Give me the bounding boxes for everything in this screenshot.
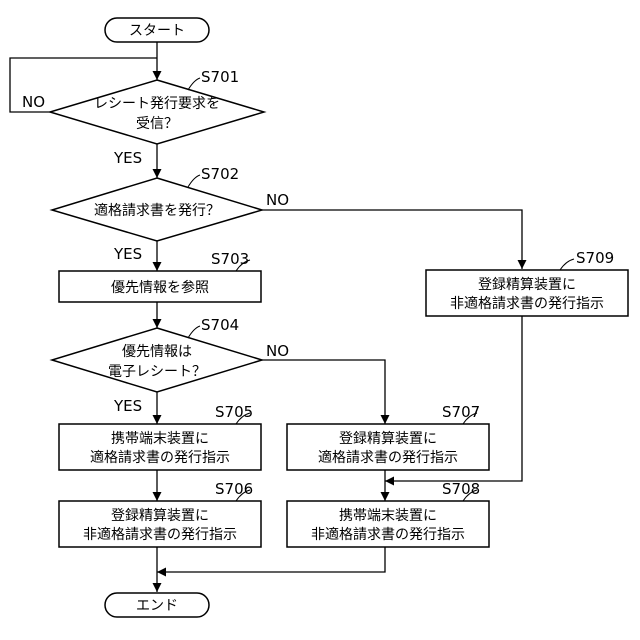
decision-s704: 優先情報は 電子レシート？ S704 [52,316,262,392]
end-terminal: エンド [105,593,209,617]
start-terminal: スタート [105,18,209,42]
process-s707: 登録精算装置に 適格請求書の発行指示 S707 [287,403,489,470]
s701-text-line1: レシート発行要求を [94,96,220,112]
s704-text-line1: 優先情報は [122,344,192,360]
s708-step-label: S708 [442,480,480,498]
edge-s704-no-to-s707 [262,360,385,424]
s706-step-label: S706 [215,480,253,498]
s703-step-label: S703 [211,250,249,268]
s704-step-label: S704 [201,316,239,334]
edge-s702-no-to-s709 [262,210,522,269]
process-s703: 優先情報を参照 S703 [59,250,261,302]
s702-step-label: S702 [201,165,239,183]
s708-text-line2: 非適格請求書の発行指示 [311,526,465,543]
decision-s701: レシート発行要求を 受信？ S701 [50,68,264,144]
s707-text-line1: 登録精算装置に [339,431,437,447]
process-s706: 登録精算装置に 非適格請求書の発行指示 S706 [59,480,261,547]
s702-no-label: NO [266,191,289,209]
process-s709: 登録精算装置に 非適格請求書の発行指示 S709 [426,249,628,316]
s706-text-line1: 登録精算装置に [111,508,209,524]
s709-text-line1: 登録精算装置に [478,277,576,293]
end-label: エンド [136,598,178,614]
process-s708: 携帯端末装置に 非適格請求書の発行指示 S708 [287,480,489,547]
s703-text-line1: 優先情報を参照 [111,279,209,296]
s701-yes-label: YES [113,149,142,167]
s704-text-line2: 電子レシート？ [108,364,206,380]
s709-step-label: S709 [576,249,614,267]
s708-text-line1: 携帯端末装置に [339,508,437,524]
s702-text-line1: 適格請求書を発行？ [94,202,220,219]
start-label: スタート [129,23,185,39]
s705-step-label: S705 [215,403,253,421]
s704-no-label: NO [266,342,289,360]
s702-yes-label: YES [113,245,142,263]
s704-yes-label: YES [113,397,142,415]
s705-text-line2: 適格請求書の発行指示 [90,449,230,466]
s706-text-line2: 非適格請求書の発行指示 [83,526,237,543]
s707-step-label: S707 [442,403,480,421]
s701-text-line2: 受信？ [136,116,178,132]
s705-text-line1: 携帯端末装置に [111,431,209,447]
s701-step-label: S701 [201,68,239,86]
s701-no-label: NO [22,93,45,111]
process-s705: 携帯端末装置に 適格請求書の発行指示 S705 [59,403,261,470]
s709-text-line2: 非適格請求書の発行指示 [450,295,604,312]
edge-s708-to-end [157,547,385,572]
s707-text-line2: 適格請求書の発行指示 [318,449,458,466]
